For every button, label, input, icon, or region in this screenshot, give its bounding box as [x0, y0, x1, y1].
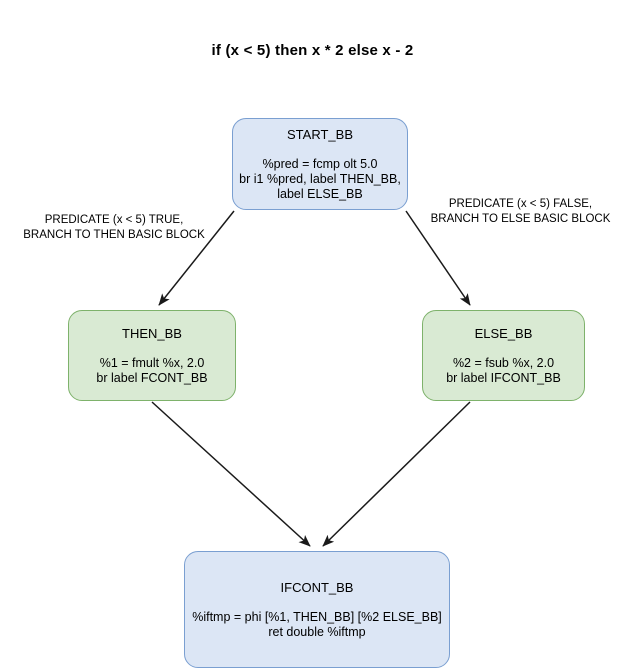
- diagram-title: if (x < 5) then x * 2 else x - 2: [211, 42, 414, 59]
- node-then-bb-title: THEN_BB: [122, 325, 182, 341]
- node-ifcont-bb-body: %iftmp = phi [%1, THEN_BB] [%2 ELSE_BB] …: [192, 609, 442, 639]
- node-start-bb-body: %pred = fcmp olt 5.0 br i1 %pred, label …: [239, 156, 401, 201]
- node-ifcont-bb-title: IFCONT_BB: [280, 579, 354, 595]
- edge-else-to-ifcont: [322, 401, 471, 547]
- edge-label-true-branch: PREDICATE (x < 5) TRUE, BRANCH TO THEN B…: [23, 214, 205, 241]
- node-else-bb-title: ELSE_BB: [474, 325, 533, 341]
- edge-label-false-branch: PREDICATE (x < 5) FALSE, BRANCH TO ELSE …: [430, 198, 611, 225]
- node-else-bb[interactable]: ELSE_BB %2 = fsub %x, 2.0 br label IFCON…: [422, 310, 585, 401]
- node-ifcont-bb[interactable]: IFCONT_BB %iftmp = phi [%1, THEN_BB] [%2…: [184, 551, 450, 668]
- node-then-bb[interactable]: THEN_BB %1 = fmult %x, 2.0 br label FCON…: [68, 310, 236, 401]
- node-start-bb-title: START_BB: [287, 126, 353, 142]
- node-else-bb-body: %2 = fsub %x, 2.0 br label IFCONT_BB: [446, 355, 561, 385]
- node-start-bb[interactable]: START_BB %pred = fcmp olt 5.0 br i1 %pre…: [232, 118, 408, 210]
- edge-then-to-ifcont: [151, 401, 311, 547]
- node-then-bb-body: %1 = fmult %x, 2.0 br label FCONT_BB: [96, 355, 208, 385]
